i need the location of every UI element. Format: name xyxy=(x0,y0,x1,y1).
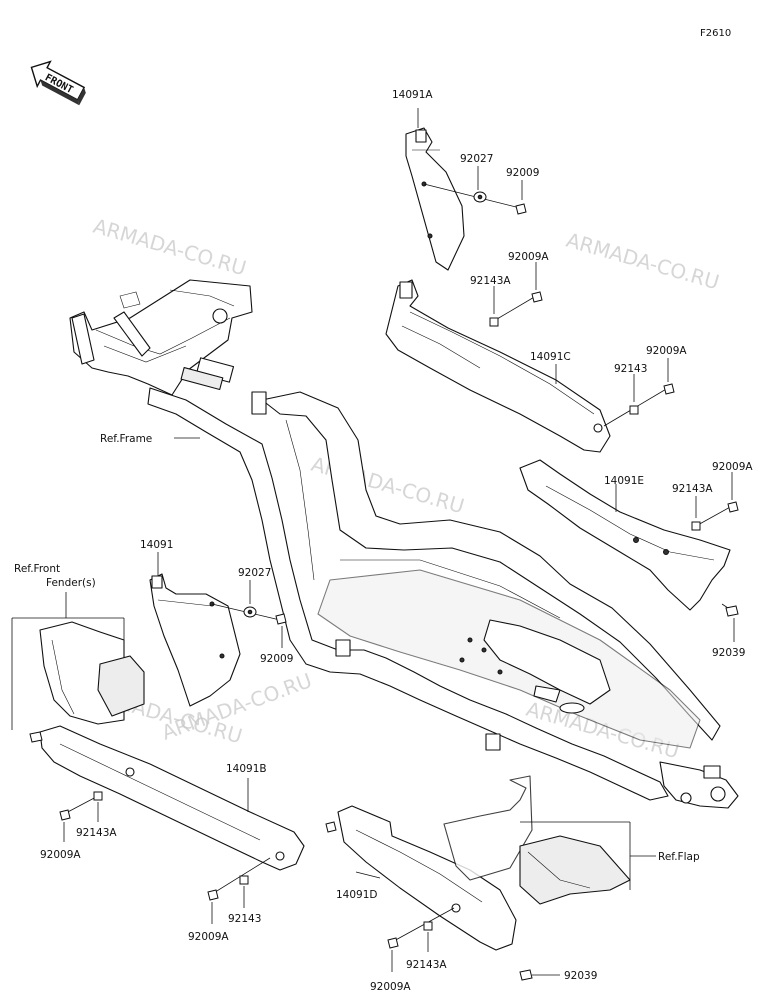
front-fender-reference xyxy=(11,592,145,730)
bolt-92009A-1 xyxy=(531,291,543,303)
label-14091E: 14091E xyxy=(604,475,644,487)
cover-14091B xyxy=(39,725,305,871)
label-92039: 92039 xyxy=(564,970,597,982)
label-92143: 92143 xyxy=(228,913,261,925)
nut-92143-1 xyxy=(629,405,639,415)
watermark: ARMADA-CO.RU xyxy=(91,214,249,281)
label-14091B: 14091B xyxy=(226,763,267,775)
bolt-92009A-3 xyxy=(727,501,739,513)
bolt-92009A-5 xyxy=(207,889,219,901)
screw-92039-1 xyxy=(725,605,739,617)
bolt-92009A-4 xyxy=(59,809,71,821)
label-92009: 92009 xyxy=(260,653,293,665)
screw-front-left xyxy=(29,731,43,743)
label-92009A: 92009A xyxy=(646,345,687,357)
label-ref-frame: Ref.Frame xyxy=(100,433,152,445)
nut-92143A-2 xyxy=(691,521,701,531)
vehicle-frame xyxy=(69,279,739,809)
cover-14091E xyxy=(519,459,731,611)
label-14091D: 14091D xyxy=(336,889,378,901)
nut-92143A-4 xyxy=(423,921,433,931)
label-14091C: 14091C xyxy=(530,351,571,363)
label-92039: 92039 xyxy=(712,647,745,659)
label-92009A: 92009A xyxy=(508,251,549,263)
part-labels: 14091A 92027 92009 92009A 92143A 14091C … xyxy=(14,89,753,993)
label-92143A: 92143A xyxy=(470,275,511,287)
bolt-92009-low xyxy=(275,613,287,625)
bolt-92009A-6 xyxy=(387,937,399,949)
label-ref-flap: Ref.Flap xyxy=(658,851,700,863)
screw-92039-2 xyxy=(519,969,533,981)
label-92143A: 92143A xyxy=(76,827,117,839)
leader-line xyxy=(423,183,521,209)
label-92009A: 92009A xyxy=(40,849,81,861)
label-14091A: 14091A xyxy=(392,89,433,101)
flap-reference xyxy=(443,775,656,905)
label-92027: 92027 xyxy=(238,567,271,579)
label-92143: 92143 xyxy=(614,363,647,375)
label-ref-front-fender-1: Ref.Front xyxy=(14,563,60,575)
label-92143A: 92143A xyxy=(672,483,713,495)
nut-92143-2 xyxy=(239,875,249,885)
label-92009A: 92009A xyxy=(188,931,229,943)
label-92009: 92009 xyxy=(506,167,539,179)
cover-14091C xyxy=(385,279,611,453)
label-ref-front-fender-2: Fender(s) xyxy=(46,577,96,589)
label-92009A: 92009A xyxy=(712,461,753,473)
nut-92143A-3 xyxy=(93,791,103,801)
bolt-14091D-top xyxy=(325,821,337,833)
label-92009A: 92009A xyxy=(370,981,411,993)
watermark: ARMADA-CO.RU xyxy=(564,228,722,295)
cover-14091 xyxy=(149,573,241,707)
front-direction-badge: FRONT xyxy=(30,60,86,106)
bolt-92009A-2 xyxy=(663,383,675,395)
bolt-92009-top xyxy=(515,203,527,215)
label-14091: 14091 xyxy=(140,539,173,551)
nut-92143A-1 xyxy=(489,317,499,327)
label-92143A: 92143A xyxy=(406,959,447,971)
cover-14091A xyxy=(405,127,465,271)
cover-14091D xyxy=(337,805,517,951)
figure-code: F2610 xyxy=(700,28,731,39)
label-92027: 92027 xyxy=(460,153,493,165)
